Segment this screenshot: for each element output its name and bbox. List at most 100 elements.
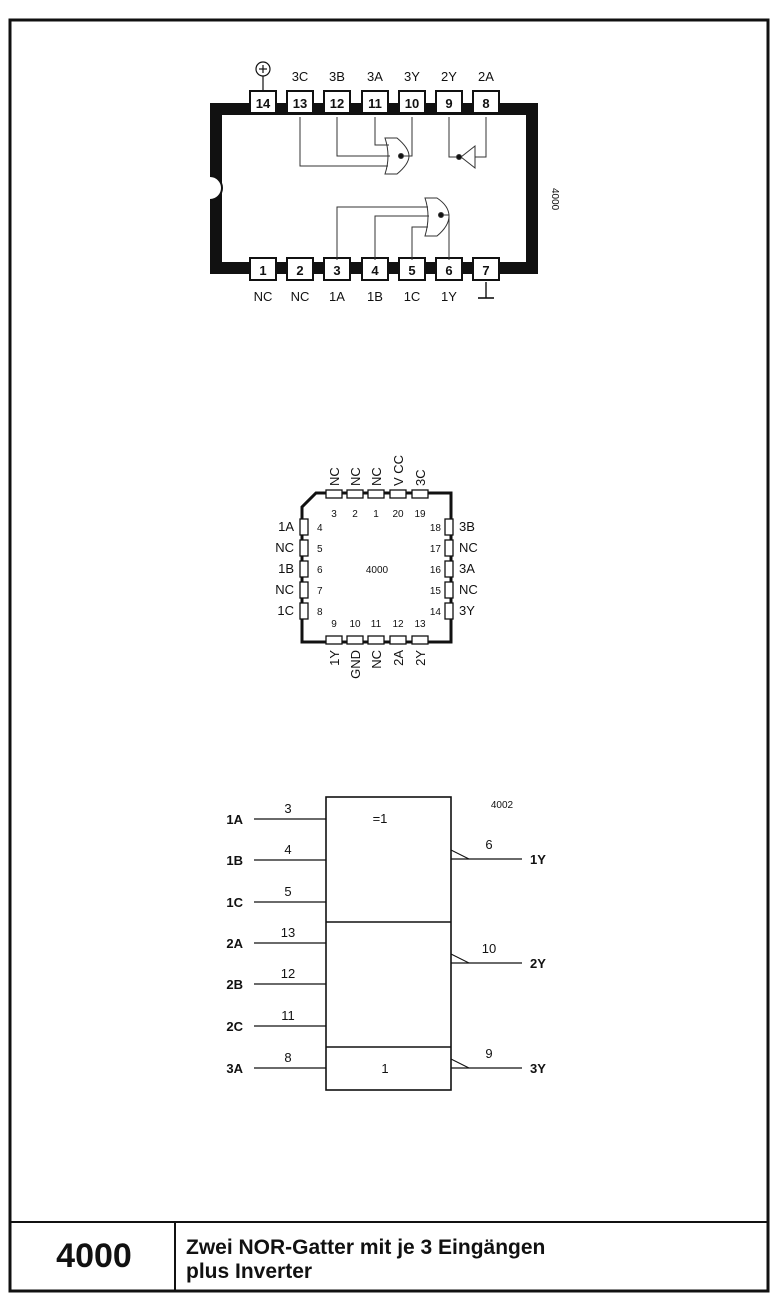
dip-pin-label: NC bbox=[254, 289, 273, 304]
plcc-pad-right bbox=[444, 602, 454, 620]
dip-pin-number: 13 bbox=[293, 96, 307, 111]
plcc-pad-left bbox=[299, 518, 309, 536]
plcc-pad-bottom bbox=[389, 635, 407, 645]
logic-output-label: 3Y bbox=[530, 1061, 546, 1076]
plcc-pad-bottom bbox=[325, 635, 343, 645]
dip-pin-label: 1Y bbox=[441, 289, 457, 304]
plcc-pin-label: 2Y bbox=[413, 650, 428, 666]
page-frame bbox=[8, 18, 770, 1293]
dip-pin-label: 1A bbox=[329, 289, 345, 304]
plcc-pin-label: NC bbox=[275, 582, 294, 597]
logic-input-label: 1C bbox=[226, 895, 243, 910]
logic-input-pin: 11 bbox=[281, 1008, 295, 1023]
logic-input-pin: 8 bbox=[284, 1050, 291, 1065]
dip-pin-label: 2A bbox=[478, 69, 494, 84]
dip-pin-7 bbox=[472, 257, 500, 281]
wire-9 bbox=[448, 117, 456, 158]
negation-mark bbox=[450, 849, 470, 860]
logic-input-label: 1B bbox=[226, 853, 243, 868]
inverter-bubble bbox=[456, 154, 462, 160]
plcc-pin-label: NC bbox=[369, 467, 384, 486]
plcc-pad-left bbox=[299, 560, 309, 578]
dip-pin-1 bbox=[249, 257, 277, 281]
plcc-pad-bottom bbox=[367, 635, 385, 645]
logic-input-label: 1A bbox=[226, 812, 243, 827]
plcc-pin-label: NC bbox=[348, 467, 363, 486]
footer-title-line-2: plus Inverter bbox=[186, 1260, 313, 1283]
plcc-pin-number: 8 bbox=[317, 607, 323, 618]
plcc-pad-top bbox=[367, 489, 385, 499]
logic-output-pin: 9 bbox=[485, 1046, 492, 1061]
dip-pin-12 bbox=[323, 90, 351, 114]
plcc-pin-label: 3B bbox=[459, 519, 475, 534]
dip-pin-number: 11 bbox=[368, 96, 382, 111]
dip-body-inner bbox=[222, 115, 526, 262]
plcc-pin-number: 10 bbox=[349, 619, 361, 630]
plcc-pad-top bbox=[325, 489, 343, 499]
logic-input-pin: 4 bbox=[284, 842, 291, 857]
dip-pin-8 bbox=[472, 90, 500, 114]
wire-3 bbox=[336, 206, 428, 260]
wire-8 bbox=[475, 117, 487, 158]
plcc-pin-label: NC bbox=[459, 582, 478, 597]
plcc-pin-label: 3Y bbox=[459, 603, 475, 618]
dip-pin-11 bbox=[361, 90, 389, 114]
wire-12 bbox=[336, 117, 390, 157]
plcc-pin-number: 11 bbox=[371, 619, 382, 630]
plcc-pin-label: NC bbox=[459, 540, 478, 555]
plcc-pin-label: NC bbox=[327, 467, 342, 486]
plcc-pad-left bbox=[299, 581, 309, 599]
dip-notch bbox=[209, 175, 223, 201]
wire-13 bbox=[299, 117, 388, 167]
plcc-pin-number: 6 bbox=[317, 565, 323, 576]
negation-mark bbox=[450, 1058, 470, 1069]
inverter-symbol: 1 bbox=[381, 1061, 388, 1076]
plcc-pin-label: NC bbox=[275, 540, 294, 555]
dip-pin-13 bbox=[286, 90, 314, 114]
plcc-pin-number: 1 bbox=[373, 509, 379, 520]
plcc-pin-number: 15 bbox=[430, 586, 442, 597]
wire-4 bbox=[374, 215, 429, 260]
nor-gate-1-shape bbox=[424, 197, 450, 237]
plcc-pin-label: V CC bbox=[391, 455, 406, 486]
footer-title-line-1: Zwei NOR-Gatter mit je 3 Eingängen bbox=[186, 1236, 546, 1259]
plcc-pad-bottom bbox=[346, 635, 364, 645]
plcc-pin-number: 2 bbox=[352, 509, 358, 520]
dip-pin-number: 4 bbox=[371, 263, 379, 278]
dip-pin-label: 1B bbox=[367, 289, 383, 304]
dip-pin-2 bbox=[286, 257, 314, 281]
plcc-pin-number: 3 bbox=[331, 509, 337, 520]
dip-pin-label: 3C bbox=[292, 69, 309, 84]
dip-pin-label: 3B bbox=[329, 69, 345, 84]
dip-pin-number: 12 bbox=[330, 96, 344, 111]
dip-pin-label: 3Y bbox=[404, 69, 420, 84]
dip-pin-label: 1C bbox=[404, 289, 421, 304]
logic-output-label: 1Y bbox=[530, 852, 546, 867]
plcc-pin-number: 14 bbox=[430, 607, 442, 618]
plcc-pin-label: 1C bbox=[277, 603, 294, 618]
plcc-pad-bottom bbox=[411, 635, 429, 645]
plcc-pin-label: 3C bbox=[413, 469, 428, 486]
footer-title: Zwei NOR-Gatter mit je 3 Eingängen plus … bbox=[186, 1236, 756, 1284]
wire-6 bbox=[444, 214, 450, 260]
dip-pin-number: 6 bbox=[445, 263, 452, 278]
dip-pin-number: 10 bbox=[405, 96, 419, 111]
dip-pin-number: 7 bbox=[482, 263, 489, 278]
plcc-pad-left bbox=[299, 539, 309, 557]
dip-pin-number: 14 bbox=[256, 96, 271, 111]
logic-block-outline bbox=[325, 796, 452, 1091]
nor-gate-1-bubble bbox=[438, 212, 444, 218]
logic-output-pin: 6 bbox=[485, 837, 492, 852]
plcc-pad-right bbox=[444, 581, 454, 599]
logic-input-pin: 3 bbox=[284, 801, 291, 816]
wire-10 bbox=[404, 117, 413, 157]
plcc-pad-left bbox=[299, 602, 309, 620]
dip-pin-number: 9 bbox=[445, 96, 452, 111]
